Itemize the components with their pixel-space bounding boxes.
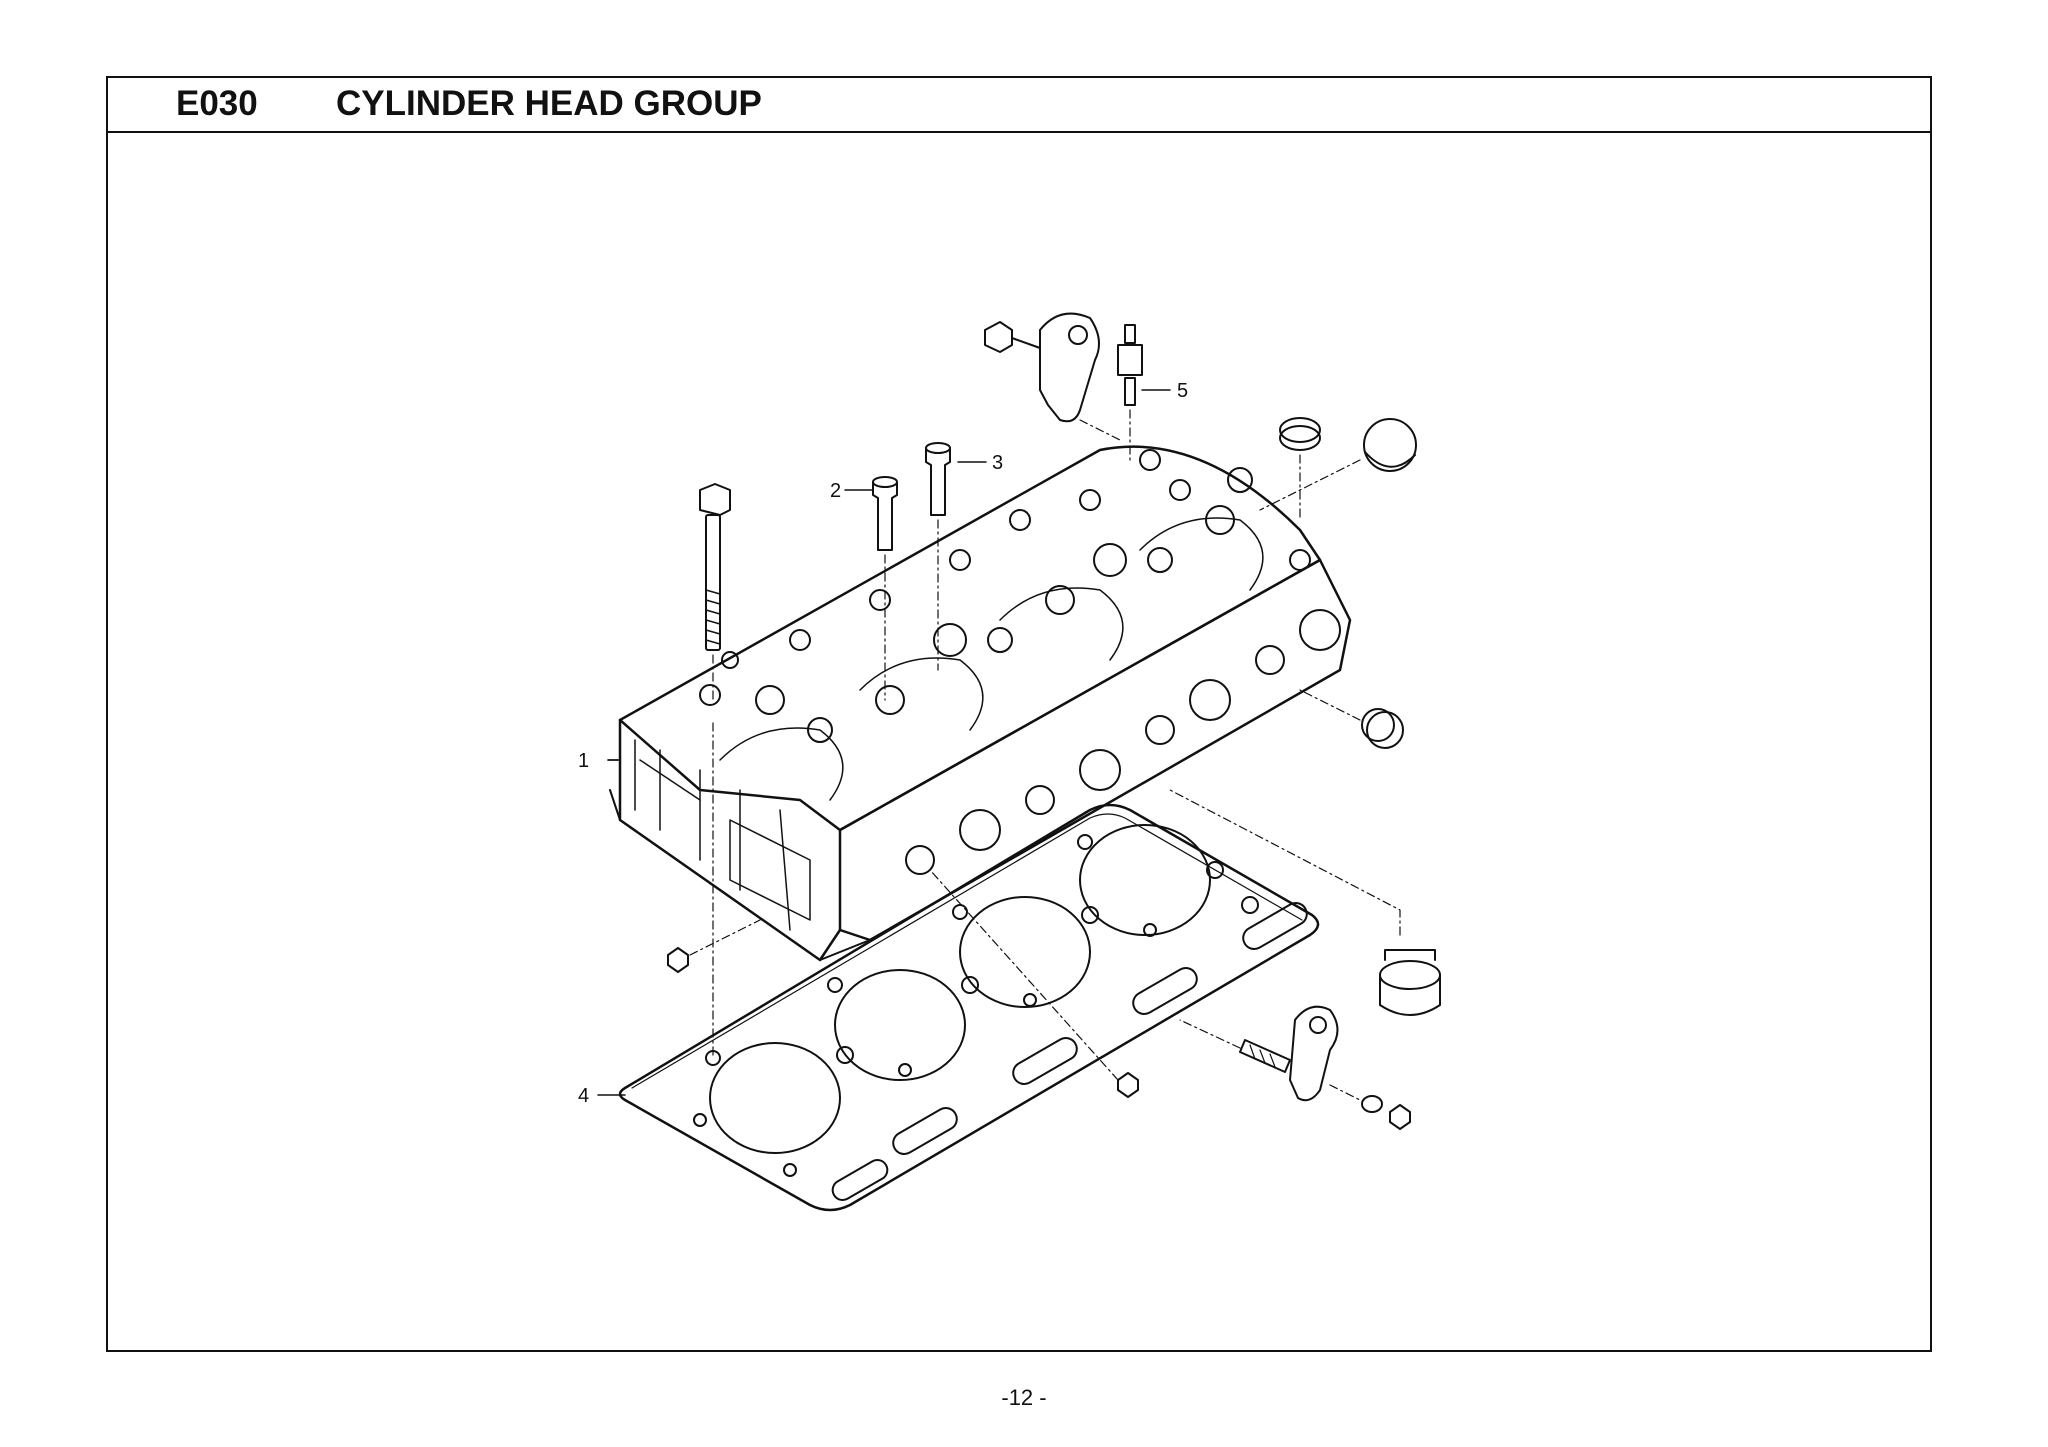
lifting-bracket-bottom: [1179, 1005, 1411, 1130]
callout-2: 2: [830, 480, 841, 502]
callout-5: 5: [1177, 380, 1188, 402]
head-bolt: [699, 483, 731, 701]
head-gasket: [618, 719, 1320, 1212]
section-title: CYLINDER HEAD GROUP: [336, 84, 762, 123]
section-header: E030 CYLINDER HEAD GROUP: [108, 78, 1930, 133]
lifting-bracket-top: [984, 312, 1121, 441]
core-plug-ring: [1279, 417, 1321, 521]
page-number: -12 -: [1001, 1385, 1047, 1410]
side-plug: [1299, 689, 1404, 749]
callout-labels: 1 2 3 4 5: [578, 380, 1188, 1107]
callout-1: 1: [578, 750, 589, 772]
callout-4: 4: [578, 1085, 589, 1107]
callout-leaders: [597, 389, 1171, 1096]
water-pipe-plug: [1169, 789, 1441, 1016]
parts-diagram-frame: E030 CYLINDER HEAD GROUP: [106, 76, 1932, 1352]
valve-guide-3: [925, 442, 951, 671]
small-plug-left: [667, 919, 761, 973]
valve-guide-2: [872, 476, 898, 701]
temperature-sensor: [1117, 324, 1143, 461]
section-code: E030: [176, 84, 258, 123]
core-plug-cap: [1259, 418, 1417, 511]
callout-3: 3: [992, 452, 1003, 474]
